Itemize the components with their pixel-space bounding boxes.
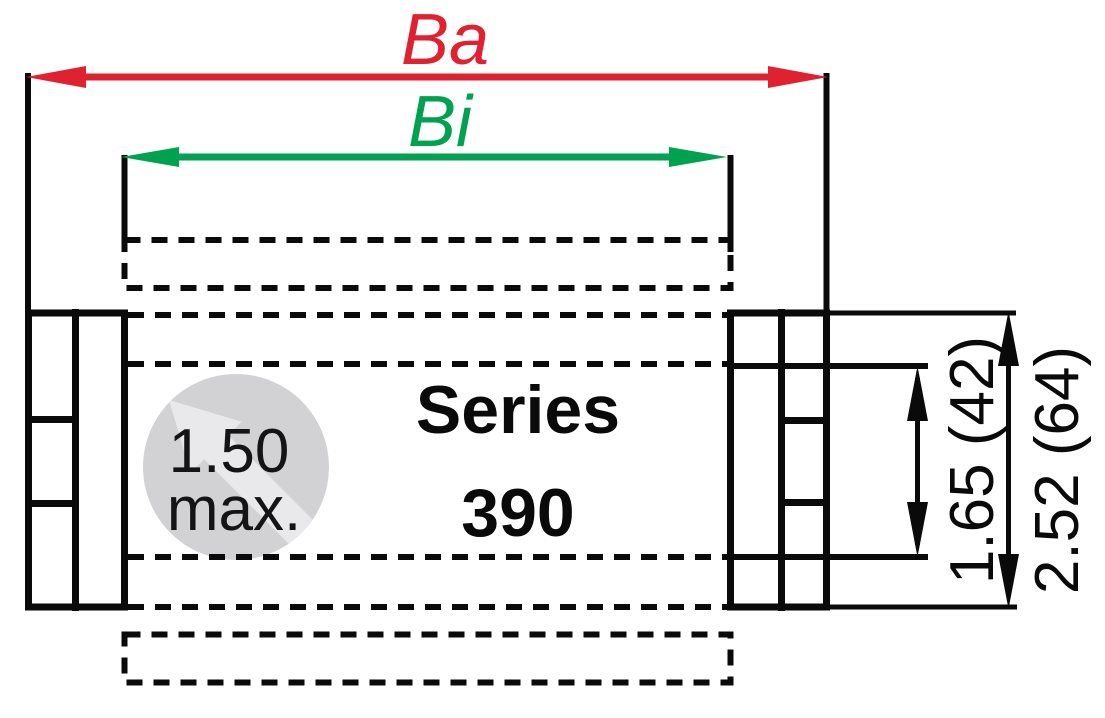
bend-radius-note-line2: max. (167, 475, 301, 544)
outer-width-label: Ba (401, 0, 489, 80)
outer-width-arrow-left-icon (26, 66, 86, 88)
series-title: Series 390 (416, 372, 620, 551)
watermark-arrow-icon (168, 399, 319, 550)
inner-height-arrow-up-icon (907, 366, 928, 421)
outer-height-dimension: 2.52 (64) (998, 311, 1092, 609)
outer-width-arrow-right-icon (768, 66, 828, 88)
bend-radius-note-line1: 1.50 (169, 417, 290, 486)
chain-dashed-contour (121, 237, 734, 686)
outer-width-dimension: Ba (26, 0, 828, 88)
bend-radius-note: 1.50 max. (167, 417, 301, 544)
top-crossbar-dashed-band (121, 237, 734, 291)
inner-width-arrow-left-icon (121, 147, 179, 167)
inner-height-arrow-down-icon (907, 502, 928, 557)
inner-width-arrow-right-icon (669, 147, 727, 167)
inner-height-dimension: 1.65 (42) (907, 336, 1007, 584)
inner-height-label: 1.65 (42) (938, 336, 1007, 584)
height-extension-lines (727, 310, 1017, 610)
inner-width-dimension: Bi (121, 82, 727, 167)
series-title-line1: Series (416, 372, 620, 448)
series-title-line2: 390 (461, 475, 574, 551)
left-side-link (25, 309, 128, 611)
width-extension-lines (25, 73, 830, 310)
right-side-link (727, 309, 830, 611)
outer-height-arrow-up-icon (998, 311, 1019, 366)
outer-height-arrow-down-icon (998, 554, 1019, 609)
outer-height-label: 2.52 (64) (1023, 346, 1092, 594)
bottom-crossbar-dashed-band (121, 631, 734, 686)
inner-width-label: Bi (408, 82, 474, 162)
